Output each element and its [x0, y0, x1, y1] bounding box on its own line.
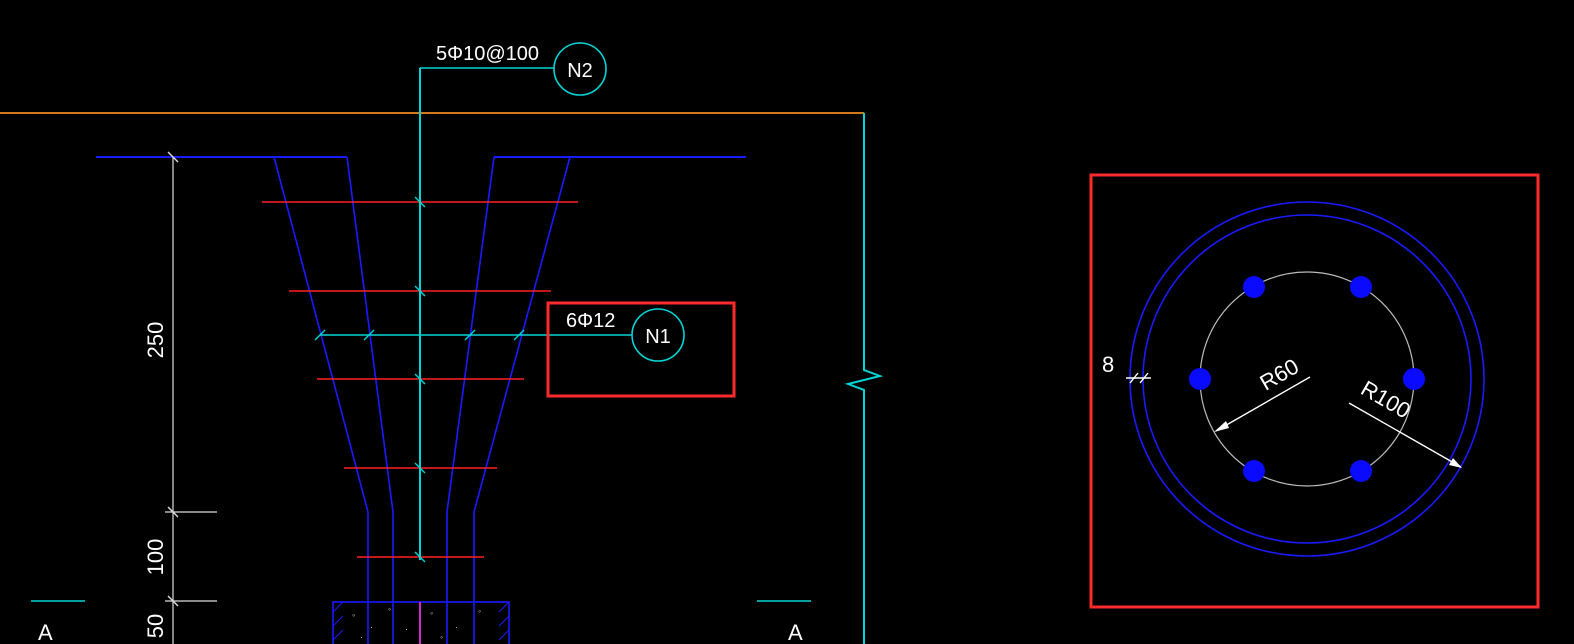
svg-text:◦: ◦ — [478, 606, 481, 616]
svg-text:·: · — [405, 624, 408, 634]
svg-text:◦: ◦ — [430, 608, 433, 618]
rebar-dot — [1403, 368, 1425, 390]
rebar-dot — [1189, 368, 1211, 390]
svg-text:·: · — [370, 622, 373, 632]
dim-50-label: 50 — [143, 614, 168, 638]
svg-text:◦: ◦ — [388, 604, 391, 614]
n2-spec-label: 5Φ10@100 — [436, 43, 539, 65]
cover-dim-ticks — [1129, 372, 1149, 384]
svg-text:·: · — [455, 622, 458, 632]
center-rebar-ticks — [414, 196, 426, 563]
n1-spec-label: 6Φ12 — [566, 310, 615, 332]
r100-leader — [1348, 402, 1462, 468]
svg-text:◦: ◦ — [440, 632, 443, 642]
n1-leader-ticks — [314, 329, 525, 341]
rebar-dot — [1350, 460, 1372, 482]
section-outer-circle — [1129, 201, 1485, 557]
rebar-dot — [1243, 276, 1265, 298]
n2-tag-label: N2 — [567, 60, 593, 82]
svg-text:◦: ◦ — [352, 610, 355, 620]
dim-100-label: 100 — [143, 539, 168, 576]
n1-highlight-box[interactable] — [546, 301, 736, 398]
n1-tag-label: N1 — [645, 326, 671, 348]
n2-tag-circle[interactable] — [553, 42, 607, 96]
rebar-dots — [1189, 276, 1425, 482]
svg-text:·: · — [360, 632, 363, 642]
r60-label: R60 — [1256, 354, 1303, 396]
dim-ticks — [167, 151, 179, 607]
rebar-dot — [1243, 460, 1265, 482]
n1-tag-circle[interactable] — [631, 308, 685, 362]
section-highlight-box[interactable] — [1089, 173, 1540, 609]
break-line — [844, 113, 884, 644]
pile-cap-hatch: ◦ · ◦ · ◦ · ◦ · ◦ — [332, 601, 510, 644]
r100-arrowhead — [1449, 458, 1462, 468]
dim-250-label: 250 — [143, 322, 168, 359]
r60-arrowhead — [1214, 421, 1229, 432]
rebar-dot — [1350, 276, 1372, 298]
section-mark-right: A — [788, 620, 803, 644]
cover-dim-label: 8 — [1102, 352, 1114, 377]
r60-leader — [1215, 376, 1311, 432]
section-mark-left: A — [38, 620, 53, 644]
